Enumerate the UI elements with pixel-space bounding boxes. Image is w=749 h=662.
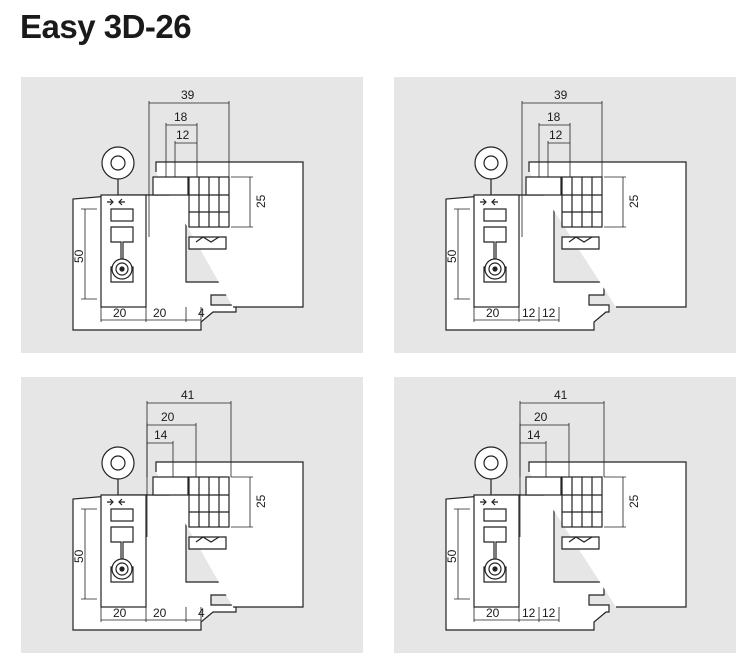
hinge-diagram-3: 41 20 14 25 50 20 20 4 [21, 377, 363, 653]
dim-left-height: 50 [72, 249, 86, 263]
dim-bottom-3: 4 [198, 606, 205, 620]
dim-overall-width: 39 [181, 88, 195, 102]
dim-small-width: 12 [549, 128, 563, 142]
dim-overall-width: 41 [181, 388, 195, 402]
hinge-diagram-2: 39 18 12 25 50 20 12 12 [394, 77, 736, 353]
dim-bottom-2: 20 [153, 306, 167, 320]
dim-small-width: 14 [527, 428, 541, 442]
dim-bottom-1: 20 [113, 606, 127, 620]
hinge-diagram-4: 41 20 14 25 50 20 12 12 [394, 377, 736, 653]
hinge-diagram-1: 39 18 12 25 50 20 20 4 [21, 77, 363, 353]
dim-side-height: 25 [627, 194, 641, 208]
dim-mid-width: 18 [174, 110, 188, 124]
hinge-drawing: 41 20 14 25 50 20 20 4 [72, 388, 304, 631]
dim-mid-width: 18 [547, 110, 561, 124]
dim-bottom-2: 20 [153, 606, 167, 620]
dim-bottom-3: 4 [198, 306, 205, 320]
hinge-drawing: 39 18 12 25 50 20 12 12 [445, 88, 687, 331]
dim-bottom-2: 12 [522, 306, 536, 320]
dim-left-height: 50 [445, 249, 459, 263]
hinge-drawing: 39 18 12 25 50 20 20 4 [72, 88, 304, 331]
dim-left-height: 50 [72, 549, 86, 563]
dim-side-height: 25 [627, 494, 641, 508]
dim-mid-width: 20 [161, 410, 175, 424]
dim-bottom-3: 12 [542, 606, 556, 620]
dim-side-height: 25 [254, 494, 268, 508]
dim-bottom-2: 12 [522, 606, 536, 620]
dim-overall-width: 39 [554, 88, 568, 102]
page-title: Easy 3D-26 [20, 8, 192, 45]
dim-small-width: 14 [154, 428, 168, 442]
dim-bottom-3: 12 [542, 306, 556, 320]
dim-bottom-1: 20 [113, 306, 127, 320]
dim-small-width: 12 [176, 128, 190, 142]
dim-overall-width: 41 [554, 388, 568, 402]
dim-mid-width: 20 [534, 410, 548, 424]
dim-bottom-1: 20 [486, 306, 500, 320]
dim-side-height: 25 [254, 194, 268, 208]
dim-bottom-1: 20 [486, 606, 500, 620]
hinge-drawing: 41 20 14 25 50 20 12 12 [445, 388, 687, 631]
dim-left-height: 50 [445, 549, 459, 563]
